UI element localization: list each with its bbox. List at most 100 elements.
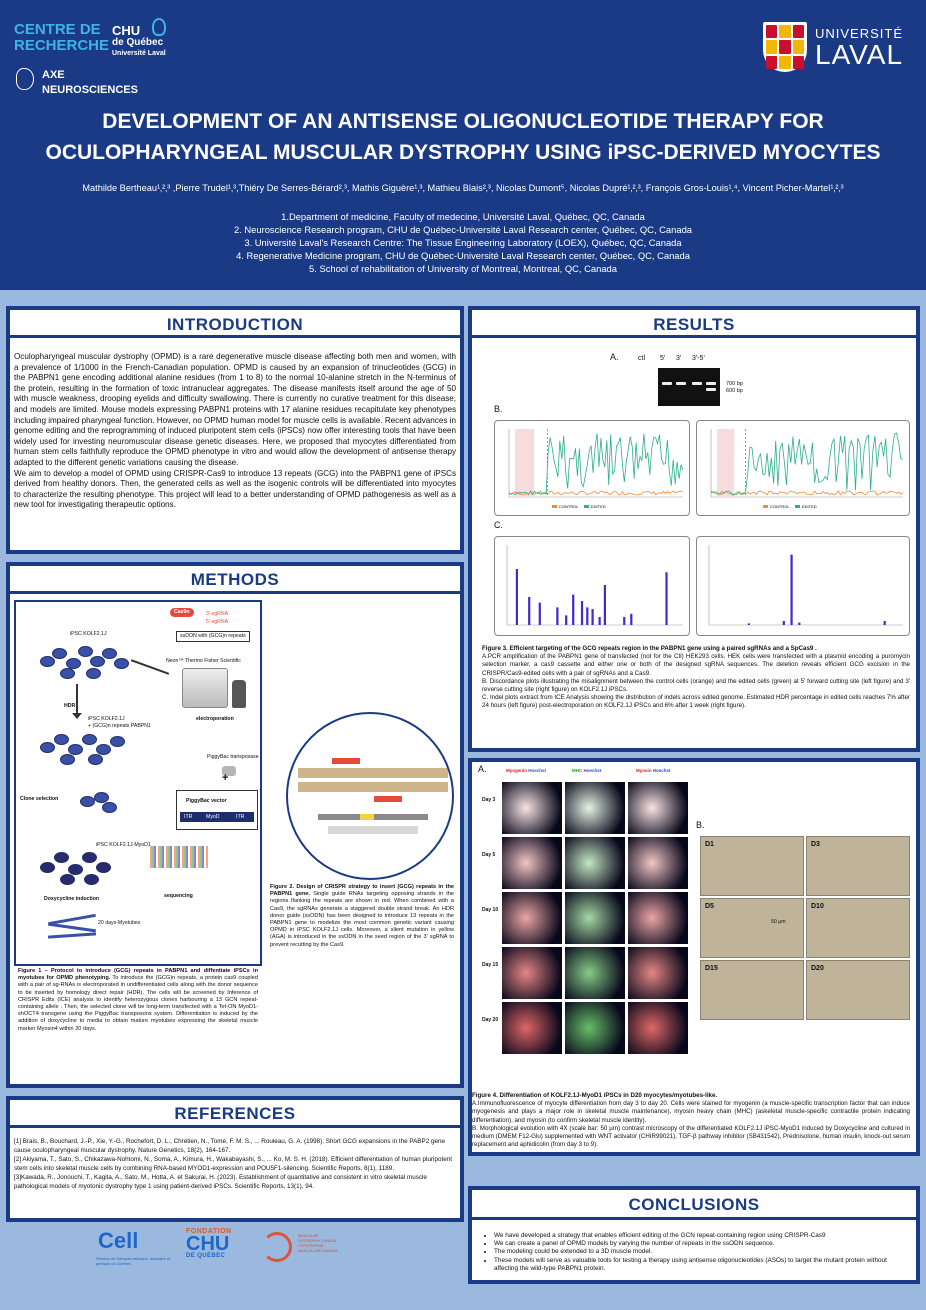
figure-4-caption: Figure 4. Differentiation of KOLF2.1J-My…	[472, 1092, 910, 1149]
references-list: [1] Brais, B., Bouchard, J.-P., Xie, Y.-…	[14, 1138, 452, 1190]
indel-bar	[603, 585, 606, 625]
methods-figure-1	[14, 600, 262, 966]
edited-trace	[710, 432, 904, 496]
indel-bar	[528, 597, 531, 625]
cas9-label: Cas9n	[170, 608, 194, 617]
poster-title: DEVELOPMENT OF AN ANTISENSE OLIGONUCLEOT…	[45, 110, 881, 164]
neon-device-illustration	[182, 668, 228, 708]
indel-plot-24h-svg	[506, 545, 683, 626]
discordance-plot-5prime: CONTROL EDITED	[494, 420, 690, 516]
fluorescence-tile	[565, 1002, 625, 1054]
conclusion-item: The modeling could be extended to a 3D m…	[494, 1248, 910, 1256]
brain-icon	[16, 68, 34, 90]
ipsc-cells-illustration	[40, 642, 130, 682]
conclusion-item: We have developed a strategy that enable…	[494, 1232, 910, 1240]
clone-cells-illustration	[80, 792, 120, 818]
legend-label-edited: EDITED	[802, 504, 817, 509]
indel-bar	[556, 607, 559, 625]
fluorescence-tile	[502, 892, 562, 944]
edited-trace	[508, 433, 684, 496]
results-heading: RESULTS	[472, 312, 916, 338]
electroporation-pipette-icon	[232, 680, 246, 708]
discordance-plot-3prime-svg: CONTROL EDITED	[710, 429, 904, 509]
legend-swatch-control	[552, 505, 557, 508]
indel-bar	[572, 594, 575, 625]
control-trace	[710, 490, 904, 496]
indel-bar	[630, 613, 633, 625]
fluorescence-tile	[565, 837, 625, 889]
indel-bar	[580, 601, 584, 625]
fluorescence-tile	[628, 892, 688, 944]
indel-bar	[782, 621, 785, 625]
myod-cells-illustration	[40, 848, 130, 888]
day-label: Day 10	[482, 907, 499, 913]
scale-bar-label: 100 µm	[664, 1072, 678, 1077]
indel-bar	[790, 554, 793, 625]
laval-shield-icon	[763, 22, 807, 72]
myotubes-illustration	[47, 912, 97, 946]
indel-bar	[565, 615, 568, 625]
legend-label-edited: EDITED	[591, 504, 606, 509]
figure-1-caption: Figure 1 – Protocol to introduce (GCG) r…	[18, 968, 259, 1032]
fluorescence-tile	[628, 947, 688, 999]
fluorescence-tile	[502, 1002, 562, 1054]
plot-legend: CONTROL EDITED	[552, 504, 606, 509]
legend-label-control: CONTROL	[559, 504, 579, 509]
day-label: Day 5	[482, 852, 496, 858]
indel-bar	[798, 622, 801, 625]
indel-bar	[883, 621, 886, 625]
conclusion-item: These models will serve as valuable tool…	[494, 1257, 910, 1273]
piggybac-vector-box	[176, 790, 258, 830]
crispr-design-figure-2	[286, 712, 454, 880]
introduction-text: Oculopharyngeal muscular dystrophy (OPMD…	[14, 352, 456, 510]
references-heading: REFERENCES	[10, 1100, 460, 1128]
introduction-panel	[6, 306, 464, 554]
indel-bar	[515, 569, 518, 625]
day-label: Day 20	[482, 1017, 499, 1023]
fluorescence-tile	[628, 837, 688, 889]
conclusions-list: We have developed a strategy that enable…	[484, 1232, 910, 1273]
indel-bar	[591, 609, 594, 625]
sequencing-chromatogram	[150, 846, 208, 868]
fluorescence-tile	[502, 782, 562, 834]
poster-header: CENTRE DE RECHERCHE CHU de Québec Univer…	[0, 0, 926, 290]
day-label: Day 3	[482, 797, 496, 803]
fluorescence-tile	[565, 782, 625, 834]
day-label: Day 15	[482, 962, 499, 968]
indel-bar	[747, 623, 750, 625]
alignment-window	[515, 429, 535, 497]
fondation-chu-logo: FONDATION CHU DE QUÉBEC	[186, 1228, 232, 1259]
indel-plot-24h	[494, 536, 690, 636]
author-list: Mathilde Bertheau¹‚²‚³ ,Pierre Trudel¹‚³…	[82, 183, 844, 193]
pcr-gel-image	[658, 368, 720, 406]
figure-2-caption: Figure 2. Design of CRISPR strategy to i…	[270, 884, 454, 948]
conclusion-item: We can create a panel of OPMD models by …	[494, 1240, 910, 1248]
mdc-symbol-icon	[262, 1232, 292, 1262]
indel-bar	[586, 607, 589, 625]
fluorescence-tile	[628, 782, 688, 834]
legend-swatch-edited	[795, 505, 800, 508]
fluorescence-tile	[628, 1002, 688, 1054]
fluorescence-tile	[502, 837, 562, 889]
figure-3-caption: Figure 3. Efficient targeting of the GCG…	[482, 645, 910, 710]
control-trace	[508, 490, 684, 496]
legend-swatch-control	[763, 505, 768, 508]
edited-cells-illustration	[40, 730, 130, 766]
indel-plot-1week	[696, 536, 910, 636]
methods-heading: METHODS	[10, 566, 460, 594]
affiliation-list: 1.Department of medicine, Faculty of med…	[233, 211, 693, 274]
chu-mark-icon	[152, 18, 166, 36]
indel-plot-1week-svg	[708, 545, 903, 626]
introduction-heading: INTRODUCTION	[10, 312, 460, 338]
fluorescence-tile	[565, 892, 625, 944]
plot-legend: CONTROL EDITED	[763, 504, 817, 509]
conclusions-heading: CONCLUSIONS	[472, 1190, 916, 1220]
discordance-plot-5prime-svg: CONTROL EDITED	[508, 429, 684, 509]
indel-bar	[665, 572, 668, 625]
legend-swatch-edited	[584, 505, 589, 508]
alignment-window	[717, 429, 735, 497]
legend-label-control: CONTROL	[770, 504, 790, 509]
discordance-plot-3prime: CONTROL EDITED	[696, 420, 910, 516]
fluorescence-tile	[502, 947, 562, 999]
